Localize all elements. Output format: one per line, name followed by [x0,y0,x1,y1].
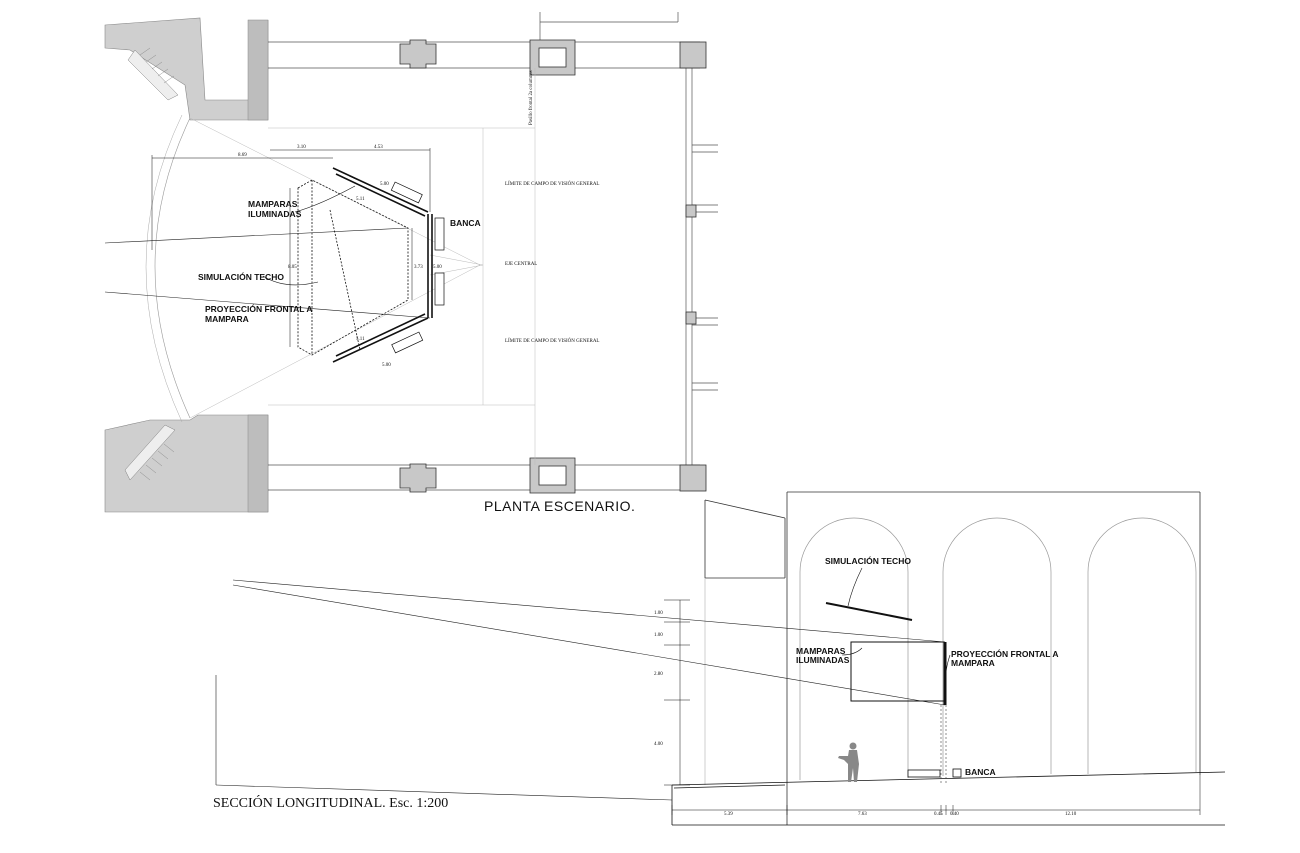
section-label-proyeccion-2: MAMPARA [951,658,995,668]
left-building-mass [104,17,269,513]
auditorium-arc [154,117,191,419]
hdim-3: 0.45 [934,812,943,817]
section-label-proyeccion-1: PROYECCIÓN FRONTAL A [951,648,1059,659]
leader-lines [262,185,356,286]
section-leaders [841,567,951,681]
section-title: SECCIÓN LONGITUDINAL. Esc. 1:200 [213,794,448,811]
section-vertical-dims [664,599,690,786]
plan-title: PLANTA ESCENARIO. [484,498,635,514]
section-texts: SIMULACIÓN TECHO MAMPARAS ILUMINADAS PRO… [213,555,1077,817]
plan-label-proyeccion-2: MAMPARA [205,314,249,324]
arches [704,517,1197,785]
stage-walls [268,12,718,491]
dim-3-10: 3.10 [297,145,306,150]
section-sight-lines [215,579,946,801]
plan-label-proyeccion-1: PROYECCIÓN FRONTAL A [205,303,313,314]
hdim-5: 12.10 [1065,812,1077,817]
benches [390,181,445,354]
hdim-2: 7.63 [858,812,867,817]
dim-5-11-b: 5.11 [356,337,365,342]
section-label-mamparas-1: MAMPARAS [796,646,846,656]
plan-label-mamparas-1: MAMPARAS [248,199,298,209]
vdim-2: 1.00 [654,633,663,638]
dim-5-00-a: 5.00 [380,182,389,187]
section-label-banca: BANCA [965,767,996,777]
section-label-mamparas-2: ILUMINADAS [796,655,850,665]
dim-8-05: 8.05 [288,265,297,270]
person-figure [838,742,859,782]
vdim-1: 1.00 [654,611,663,616]
section-ceiling-panel [825,602,913,621]
section-horizontal-dims [671,775,1201,815]
dim-3-73: 3.73 [414,265,423,270]
plan-label-eje: EJE CENTRAL [505,262,537,267]
plan-label-mamparas-2: ILUMINADAS [248,209,302,219]
dim-5-00-c: 5.00 [382,363,391,368]
ground [671,771,1226,826]
plan-view: MAMPARAS ILUMINADAS SIMULACIÓN TECHO PRO… [104,12,718,514]
plan-label-simulacion: SIMULACIÓN TECHO [198,271,284,282]
vdim-4: 4.00 [654,742,663,747]
dim-5-00-b: 5.00 [433,265,442,270]
dim-8-69: 8.69 [238,153,247,158]
ceiling-simulation [297,179,409,356]
section-benches [907,768,962,778]
columns [399,39,707,494]
hdim-1: 5.39 [724,812,733,817]
illuminated-panels [332,167,433,363]
hdim-4: 0.40 [950,812,959,817]
plan-label-limite-bottom: LÍMITE DE CAMPO DE VISIÓN GENERAL [505,338,600,344]
plan-label-banca: BANCA [450,218,481,228]
dim-4-53: 4.53 [374,145,383,150]
section-building [704,491,1201,825]
plan-dimensions [151,148,431,347]
section-screen [850,641,947,785]
plan-vertical-note: Pasillo frontal 2a columnas [529,70,534,125]
section-view: SIMULACIÓN TECHO MAMPARAS ILUMINADAS PRO… [213,491,1226,826]
plan-label-limite-top: LÍMITE DE CAMPO DE VISIÓN GENERAL [505,181,600,187]
vision-zone [189,68,536,465]
dim-5-11-a: 5.11 [356,197,365,202]
plan-texts: MAMPARAS ILUMINADAS SIMULACIÓN TECHO PRO… [198,70,635,514]
section-label-simulacion: SIMULACIÓN TECHO [825,555,911,566]
vdim-3: 2.80 [654,672,663,677]
sight-lines [104,227,431,319]
